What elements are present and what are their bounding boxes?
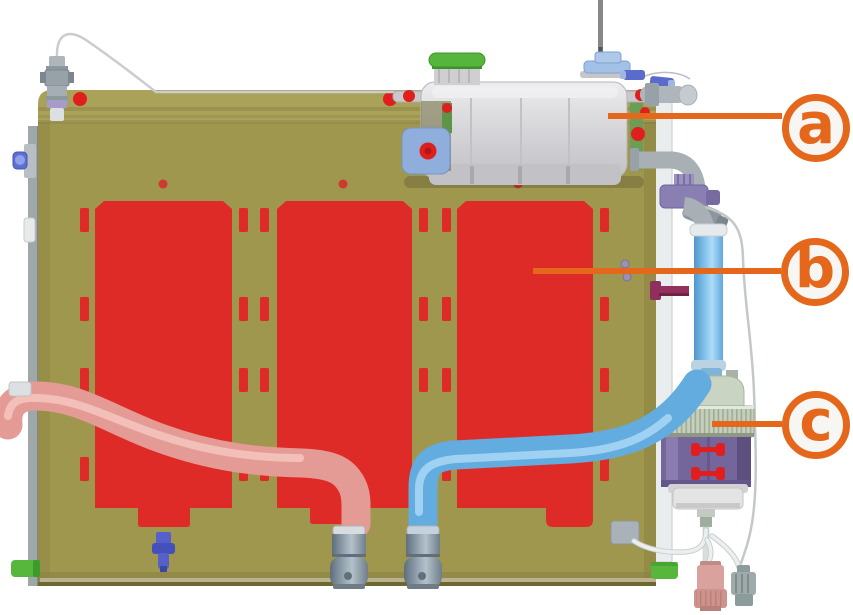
bleed-wire [55,32,420,94]
callout-line-b [533,268,781,274]
foot-left [11,560,40,577]
connector-gray [731,565,756,606]
tank-bracket-blue [401,127,451,175]
callout-marker-a: a [782,94,850,162]
callout-marker-c: c [782,391,850,459]
expansion-tank [392,0,656,188]
foot-right [651,562,678,579]
callout-line-a [608,113,782,119]
callout-line-c [712,421,782,427]
level-rod [598,0,603,56]
callout-label-a: a [797,92,835,157]
bleed-valve [40,56,74,121]
tank-hose-connectors [620,70,691,89]
frame-right-rail [653,99,673,563]
callout-marker-b: b [781,238,849,306]
core-opening-2 [277,201,412,524]
panel-bracket-gray [610,520,640,545]
pressure-cap-blue [580,51,634,78]
filter-body-purple [661,437,751,487]
radiator-outlet-elbow [630,148,706,190]
hose-fitting-left [330,525,368,589]
filter-bolts-red [691,443,725,480]
filler-cap-green [428,52,486,85]
left-side-fittings [12,144,36,243]
core-opening-3 [457,201,593,527]
panel-pins [620,259,632,282]
callout-label-b: b [794,236,836,301]
drain-plug-blue [152,532,175,572]
down-pipe-blue [689,223,728,371]
core-opening-1 [95,201,232,527]
filter-bowl [668,484,748,566]
white-clip [23,217,36,243]
magenta-handle [650,281,689,300]
hose-pink [0,381,371,539]
inline-filter [661,368,755,566]
connector-pink [694,561,727,611]
hose-blue [408,369,712,539]
outlet-pipe-upper [640,83,698,106]
wire-harness [699,204,757,567]
callout-label-c: c [799,389,833,454]
hose-fitting-right [404,525,442,589]
